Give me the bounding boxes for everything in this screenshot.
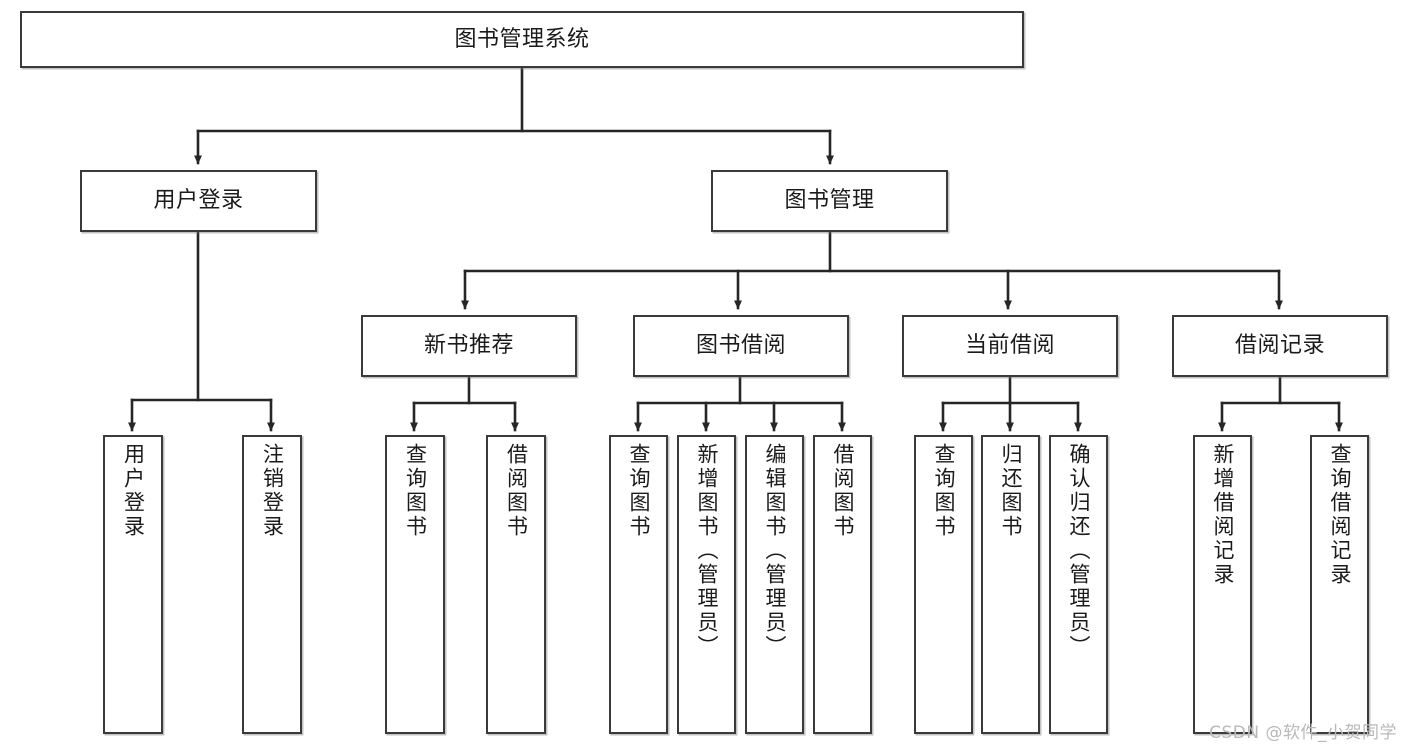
node-label: 查询图书 <box>932 443 956 539</box>
node-label: 用户登录 <box>153 188 244 214</box>
node-label: 编辑图书（管理员） <box>763 443 787 659</box>
leaf-user-login-logout[interactable]: 注销登录 <box>242 435 302 734</box>
leaf-current-borrow-confirm-return-admin[interactable]: 确认归还（管理员） <box>1049 435 1108 734</box>
node-new-book-recommend[interactable]: 新书推荐 <box>361 315 577 377</box>
leaf-new-book-query-book[interactable]: 查询图书 <box>385 435 445 734</box>
node-label: 新增借阅记录 <box>1211 443 1235 587</box>
node-book-management[interactable]: 图书管理 <box>711 170 948 232</box>
csdn-watermark: CSDN @软件_小贺同学 <box>1209 723 1397 743</box>
leaf-current-borrow-return-book[interactable]: 归还图书 <box>981 435 1040 734</box>
leaf-new-book-borrow-book[interactable]: 借阅图书 <box>486 435 546 734</box>
node-borrow-record[interactable]: 借阅记录 <box>1172 315 1388 377</box>
node-label: 用户登录 <box>121 443 146 539</box>
leaf-user-login-login[interactable]: 用户登录 <box>103 435 163 734</box>
leaf-book-borrow-add-book-admin[interactable]: 新增图书（管理员） <box>677 435 736 734</box>
node-label: 借阅记录 <box>1234 333 1325 359</box>
node-label: 借阅图书 <box>831 443 855 539</box>
leaf-book-borrow-borrow-book[interactable]: 借阅图书 <box>813 435 872 734</box>
node-label: 新书推荐 <box>423 333 514 359</box>
node-label: 查询借阅记录 <box>1328 443 1352 587</box>
leaf-borrow-record-add-record[interactable]: 新增借阅记录 <box>1193 435 1252 734</box>
node-label: 查询图书 <box>627 443 651 539</box>
leaf-book-borrow-edit-book-admin[interactable]: 编辑图书（管理员） <box>745 435 804 734</box>
node-book-borrow[interactable]: 图书借阅 <box>633 315 849 377</box>
leaf-book-borrow-query-book[interactable]: 查询图书 <box>609 435 668 734</box>
node-label: 借阅图书 <box>504 443 529 539</box>
node-label: 新增图书（管理员） <box>695 443 719 659</box>
leaf-current-borrow-query-book[interactable]: 查询图书 <box>914 435 973 734</box>
node-label: 当前借阅 <box>964 333 1055 359</box>
node-label: 确认归还（管理员） <box>1067 443 1091 659</box>
node-label: 归还图书 <box>999 443 1023 539</box>
node-label: 查询图书 <box>403 443 428 539</box>
node-label: 注销登录 <box>260 443 285 539</box>
node-root-book-management-system[interactable]: 图书管理系统 <box>20 11 1024 68</box>
node-user-login[interactable]: 用户登录 <box>80 170 317 232</box>
node-current-borrow[interactable]: 当前借阅 <box>902 315 1118 377</box>
node-label: 图书管理 <box>784 188 875 214</box>
node-label: 图书借阅 <box>695 333 786 359</box>
leaf-borrow-record-query-record[interactable]: 查询借阅记录 <box>1310 435 1369 734</box>
node-label: 图书管理系统 <box>454 26 590 52</box>
